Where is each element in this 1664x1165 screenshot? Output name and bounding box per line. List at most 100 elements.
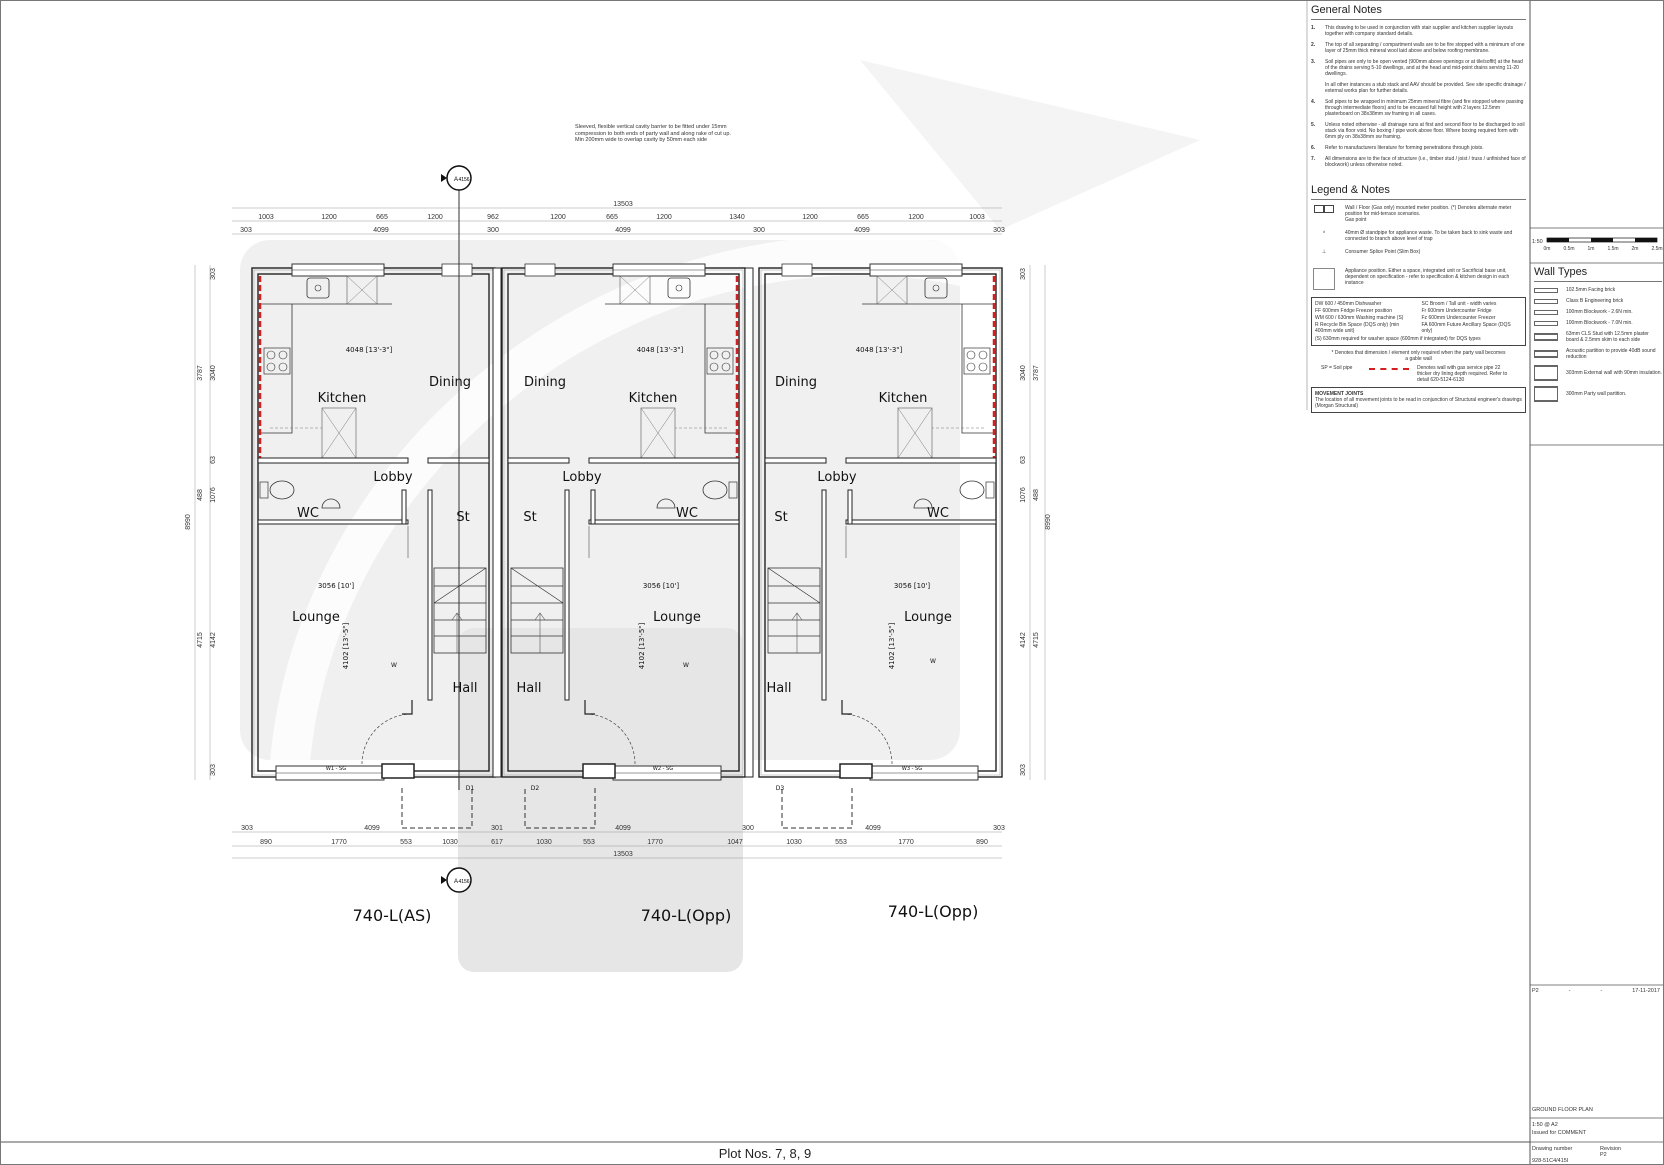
dimension-label: 4142: [1020, 632, 1027, 648]
scale-tick-label: 2.5m: [1651, 246, 1662, 252]
dimension-label: 1770: [331, 839, 347, 846]
status-label: Issued for COMMENT: [1532, 1130, 1587, 1136]
room-label-hall: Hall: [517, 681, 542, 696]
washer-note: (S) 630mm required for washer space (600…: [1315, 336, 1481, 342]
window-tag: W: [930, 658, 936, 665]
general-note: 3. Soil pipes are only to be open vented …: [1311, 59, 1526, 77]
room-dimension: 3056 [10']: [318, 582, 355, 590]
legend-gas-point: Gas point: [1345, 217, 1367, 223]
note-text: This drawing to be used in conjunction w…: [1325, 25, 1514, 37]
general-note: 5.Unless noted otherwise - all drainage …: [1311, 122, 1526, 140]
room-label-wc: WC: [297, 506, 319, 521]
wall-type-swatch-icon: [1534, 386, 1558, 402]
note-number: 6.: [1311, 145, 1316, 151]
room-label-kitchen: Kitchen: [879, 391, 928, 406]
appliance-box-icon: [1311, 268, 1337, 290]
dimension-label: 1340: [729, 214, 745, 221]
abbreviation-item: R Recycle Bin Space (DQS only) (min 400m…: [1315, 322, 1400, 334]
wall-type-label: Acoustic partition to provide 40dB sound…: [1566, 348, 1656, 360]
wall-type-swatch-icon: [1534, 350, 1558, 358]
abbreviation-item: DW 600 / 450mm Dishwasher: [1315, 301, 1382, 307]
room-label-hall: Hall: [767, 681, 792, 696]
dimension-label: 63: [1020, 456, 1027, 464]
legend-appliance: Appliance position. Either a space, inte…: [1345, 268, 1510, 286]
dimension-label: 4099: [865, 825, 881, 832]
movement-joints-text: The location of all movement joints to b…: [1315, 397, 1522, 409]
room-dimension: 4102 [13'-5"]: [888, 622, 896, 669]
dimension-label: 1200: [656, 214, 672, 221]
room-dimension: 3056 [10']: [894, 582, 931, 590]
note-number: 3.: [1311, 59, 1316, 65]
note-text: Soil pipes are only to be open vented (9…: [1325, 59, 1523, 77]
abbreviation-item: FF 600mm Fridge Freezer position: [1315, 308, 1392, 314]
room-label-kitchen: Kitchen: [629, 391, 678, 406]
dimension-label: 303: [241, 825, 253, 832]
dimension-label: 303: [993, 227, 1005, 234]
wall-type-item: 100mm Blockwork - 7.0N min.: [1534, 320, 1662, 326]
dimension-label: 3040: [210, 365, 217, 381]
dimension-label: 1030: [536, 839, 552, 846]
note-text: The top of all separating / compartment …: [1325, 42, 1525, 54]
room-label-store: St: [774, 510, 787, 525]
dimension-label: 4715: [1033, 632, 1040, 648]
svg-text:A: A: [454, 879, 458, 885]
dimension-label: 4099: [373, 227, 389, 234]
note-number: 4.: [1311, 99, 1316, 105]
dimension-label: 1200: [550, 214, 566, 221]
svg-text:1:50: 1:50: [1532, 239, 1543, 245]
soil-pipe-note: SP = Soil pipe: [1321, 365, 1353, 371]
abbreviation-item: FA 600mm Future Ancillary Space (DQS onl…: [1421, 322, 1511, 334]
wall-type-item: 102.5mm Facing brick: [1534, 287, 1662, 293]
dimension-label: 617: [491, 839, 503, 846]
cavity-barrier-callout: Sleeved, flexible vertical cavity barrie…: [575, 124, 731, 143]
dimension-label: 4142: [210, 632, 217, 648]
movement-joints-title: MOVEMENT JOINTS: [1315, 391, 1364, 397]
dimension-label: 303: [993, 825, 1005, 832]
general-note: 7.All dimensions are to the face of stru…: [1311, 156, 1526, 168]
room-label-kitchen: Kitchen: [318, 391, 367, 406]
dimension-label: 303: [210, 764, 217, 776]
general-note: 2.The top of all separating / compartmen…: [1311, 42, 1526, 54]
rev-field: -: [1600, 988, 1603, 994]
room-dimension: 4048 [13'-3"]: [637, 346, 684, 354]
note-number: [1311, 82, 1319, 94]
room-label-lobby: Lobby: [373, 470, 412, 485]
dimension-label: 3787: [1033, 365, 1040, 381]
room-label-store: St: [456, 510, 469, 525]
wall-type-item: 303mm External wall with 90mm insulation…: [1534, 365, 1662, 381]
room-dimension: 4048 [13'-3"]: [856, 346, 903, 354]
scale-label: 1:50 @ A2: [1532, 1122, 1558, 1128]
dimension-label: 962: [487, 214, 499, 221]
note-text: In all other instances a stub stack and …: [1325, 82, 1526, 94]
plot-numbers-footer: Plot Nos. 7, 8, 9: [718, 1146, 812, 1161]
wall-type-label: 100mm Blockwork - 7.0N min.: [1566, 320, 1633, 326]
meter-icon: [1311, 205, 1337, 217]
overall-dimension: 13503: [613, 201, 633, 208]
wall-type-item: Class B Engineering brick: [1534, 298, 1662, 304]
legend-title: Legend & Notes: [1311, 184, 1526, 200]
room-label-lounge: Lounge: [904, 610, 952, 625]
dimension-label: 488: [197, 489, 204, 501]
scale-tick-label: 1m: [1588, 246, 1595, 252]
wall-type-swatch-icon: [1534, 320, 1558, 326]
dimension-label: 890: [260, 839, 272, 846]
note-text: Refer to manufacturers literature for fo…: [1325, 145, 1484, 151]
abbreviation-item: SC Broom / Tall unit - width varies: [1421, 301, 1497, 307]
revision-label: Revision: [1600, 1146, 1622, 1152]
wall-type-item: 100mm Blockwork - 2.6N min.: [1534, 309, 1662, 315]
note-number: 7.: [1311, 156, 1316, 162]
dimension-label: 1770: [898, 839, 914, 846]
general-note: 4.Soil pipes to be wrapped in minimum 25…: [1311, 99, 1526, 117]
wall-types-title: Wall Types: [1534, 266, 1662, 282]
gas-wall-line-icon: [1369, 368, 1409, 370]
dimension-label: 1003: [258, 214, 274, 221]
note-text: Unless noted otherwise - all drainage ru…: [1325, 122, 1525, 140]
general-notes-panel: General Notes 1.This drawing to be used …: [1311, 4, 1526, 173]
wall-type-label: 100mm Blockwork - 2.6N min.: [1566, 309, 1633, 315]
watermark-logo: [240, 60, 1200, 972]
dimension-label: 303: [1020, 268, 1027, 280]
dimension-label: 303: [210, 268, 217, 280]
plot-type-label: 740-L(Opp): [888, 902, 979, 921]
